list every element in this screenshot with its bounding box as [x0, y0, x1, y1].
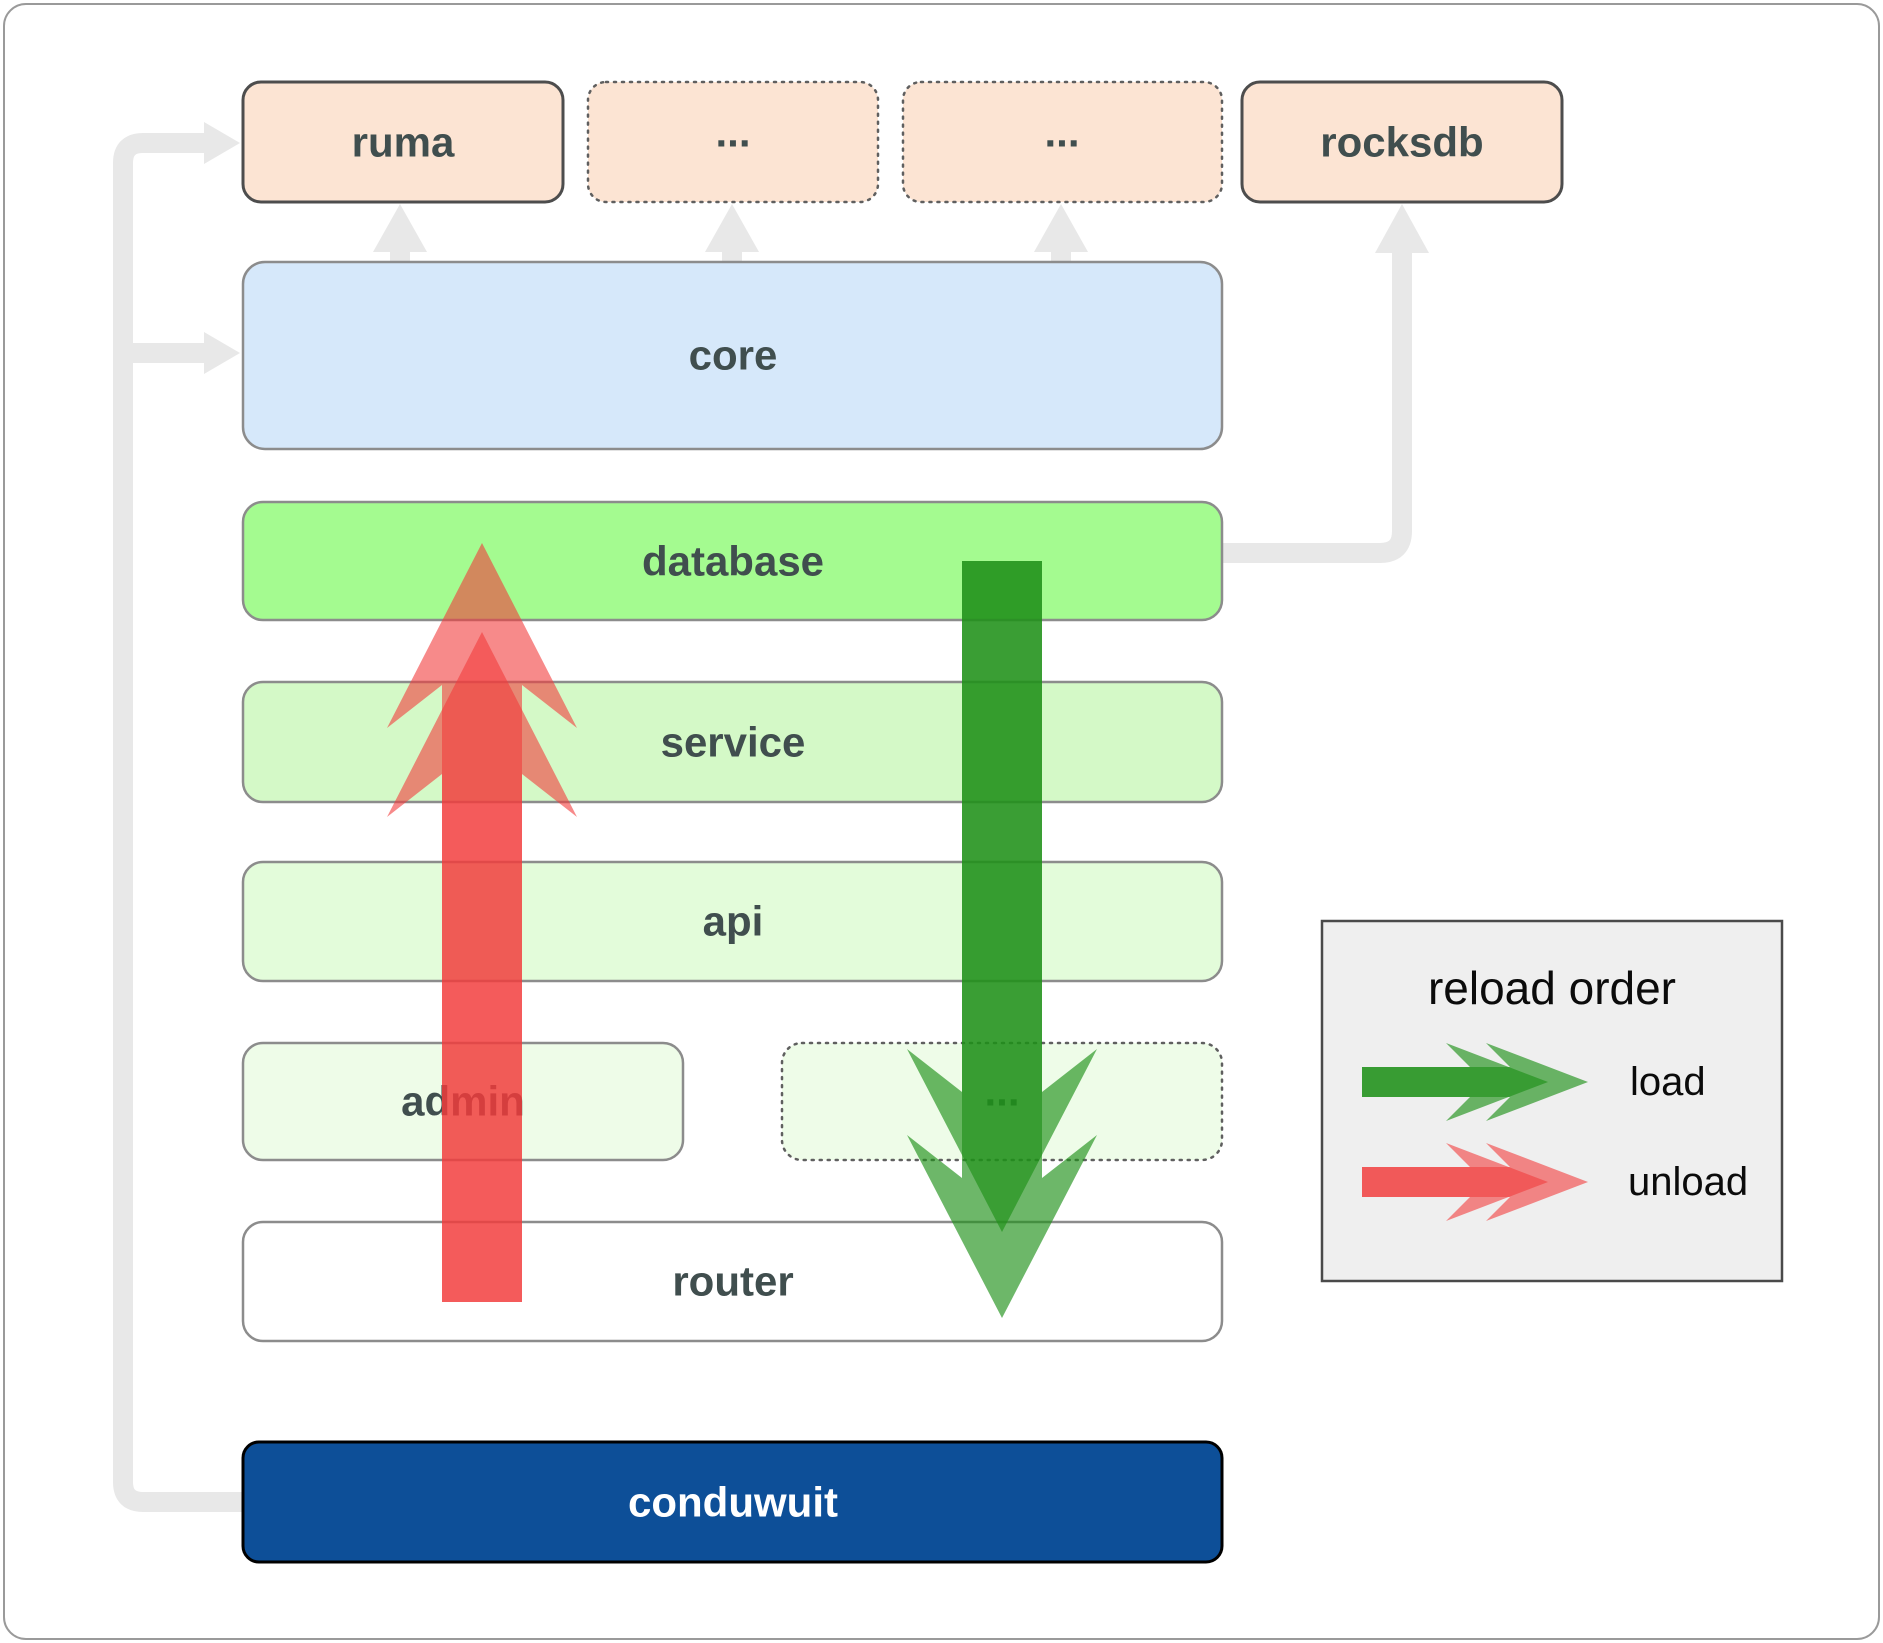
legend-box — [1320, 919, 1784, 1283]
node-rocksdb-label: rocksdb — [1320, 119, 1483, 166]
node-api-label: api — [703, 898, 764, 945]
connector-arrowhead-ruma — [204, 122, 240, 164]
legend-unload-arrow-icon — [1362, 1143, 1588, 1221]
node-ellipsis-top-1-box — [586, 80, 880, 204]
node-rocksdb-box — [1240, 80, 1564, 204]
legend-load-arrow-icon — [1362, 1043, 1588, 1121]
node-core-label: core — [689, 332, 778, 379]
node-service-label: service — [661, 719, 806, 766]
node-conduwuit-label: conduwuit — [628, 1479, 838, 1526]
unload-arrow-layer-2 — [387, 632, 577, 1302]
connector-database-to-rocksdb — [1222, 250, 1412, 563]
connector-arrowhead-core — [204, 332, 240, 374]
load-arrow-layer-2 — [907, 561, 1097, 1232]
legend: reload order load unload — [1320, 919, 1784, 1283]
connector-core-to-ellipsis-1 — [705, 204, 759, 264]
load-arrow-down — [907, 561, 1097, 1318]
node-ruma-box — [241, 80, 565, 204]
connector-core-to-ruma — [373, 204, 427, 264]
connector-conduwuit-to-ruma — [113, 133, 243, 1512]
node-ruma-label: ruma — [352, 119, 455, 166]
node-conduwuit-box — [241, 1440, 1224, 1564]
node-router-label: router — [672, 1258, 793, 1305]
legend-load-label: load — [1630, 1060, 1706, 1104]
legend-title: reload order — [1428, 962, 1676, 1014]
connector-arrowhead-rocksdb — [1375, 204, 1429, 253]
node-ellipsis-top-1-label: ... — [715, 109, 750, 156]
unload-arrow-up — [387, 543, 577, 1302]
connector-core-to-ellipsis-2 — [1034, 204, 1088, 264]
node-database-label: database — [642, 538, 824, 585]
legend-unload-label: unload — [1628, 1160, 1748, 1204]
node-ellipsis-top-2-box — [901, 80, 1224, 204]
diagram-frame — [3, 3, 1880, 1640]
node-core-box — [241, 260, 1224, 451]
node-ellipsis-top-2-label: ... — [1044, 109, 1079, 156]
